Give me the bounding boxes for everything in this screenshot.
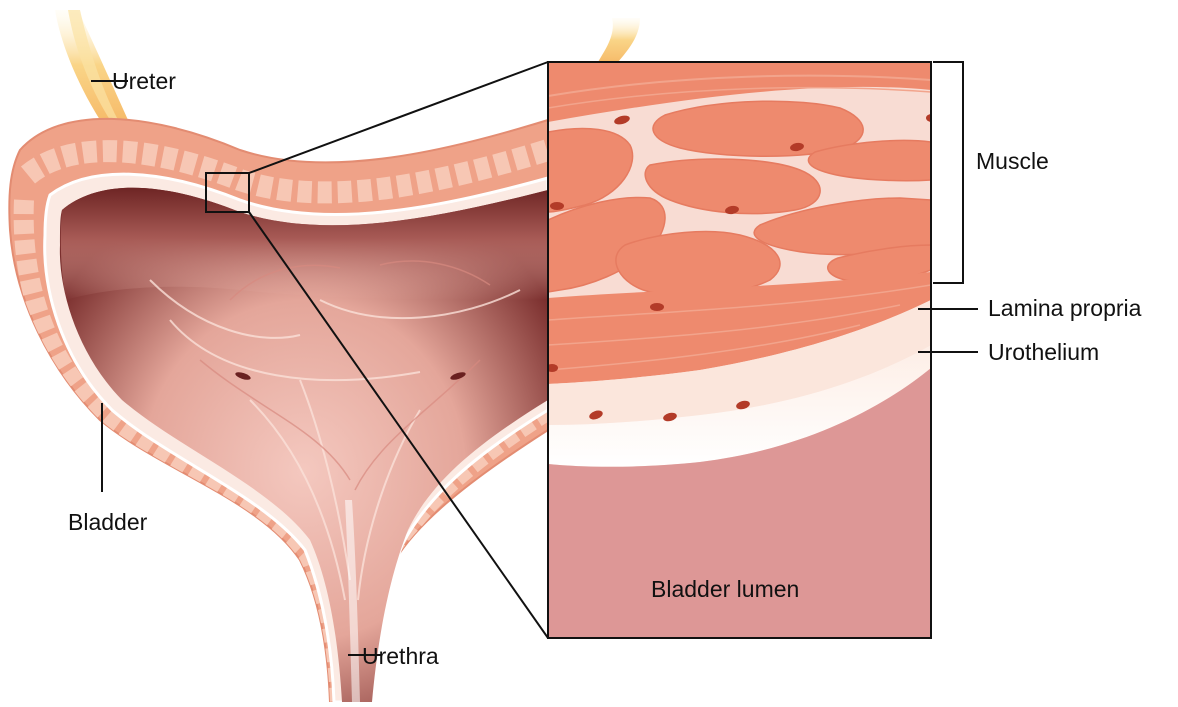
label-bladder-lumen: Bladder lumen [651, 578, 799, 601]
label-urothelium: Urothelium [988, 341, 1099, 364]
ureter-right [598, 18, 640, 62]
inset-tissue-view [546, 62, 938, 638]
muscle-bracket [933, 62, 963, 283]
bladder-illustration [9, 119, 548, 702]
label-bladder: Bladder [68, 511, 147, 534]
ureter-left [55, 10, 128, 120]
label-ureter: Ureter [112, 70, 176, 93]
label-urethra: Urethra [362, 645, 439, 668]
label-lamina-propria: Lamina propria [988, 297, 1141, 320]
label-muscle: Muscle [976, 150, 1049, 173]
